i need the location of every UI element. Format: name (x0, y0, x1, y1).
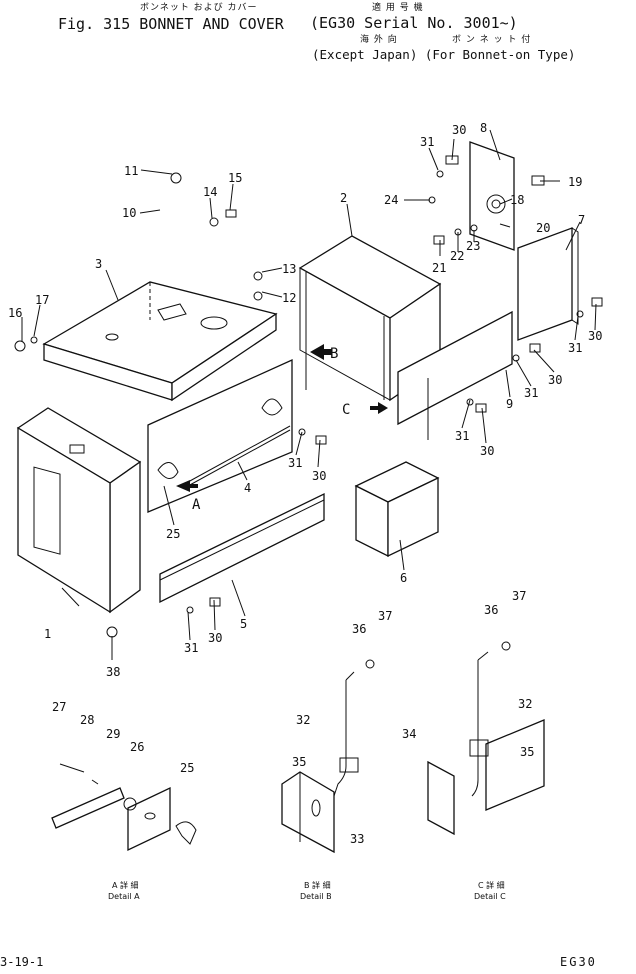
part-1-front-cover (16, 407, 142, 614)
callout-11: 11 (124, 164, 138, 178)
svg-text:37: 37 (512, 589, 526, 603)
callout-5: 5 (240, 617, 247, 631)
svg-text:31: 31 (568, 341, 582, 355)
callout-7: 7 (578, 213, 585, 227)
callout-17: 17 (35, 293, 49, 307)
page-number: 3-19-1 (0, 955, 44, 969)
callout-38: 38 (106, 665, 120, 679)
callout-27: 27 (52, 700, 66, 714)
jp-title: ボンネット および カバー (140, 3, 258, 13)
applicability: (Except Japan) (For Bonnet-on Type) (312, 47, 576, 62)
arrow-a-icon (176, 480, 198, 492)
callout-1: 1 (44, 627, 51, 641)
detail-b-jp: B 詳 細 (304, 880, 331, 890)
detail-a-drawing (51, 763, 197, 852)
jp-serial-label: 適 用 号 機 (372, 3, 424, 13)
callout-23: 23 (466, 239, 480, 253)
callout-29: 29 (106, 727, 120, 741)
callout-28: 28 (80, 713, 94, 727)
callout-19: 19 (568, 175, 582, 189)
jp-except-label: 海 外 向 (360, 35, 398, 45)
part-5-bottom-panel (159, 492, 325, 604)
leader-lines (21, 129, 597, 660)
part-3-top-bonnet (42, 281, 278, 402)
callout-21: 21 (432, 261, 446, 275)
arrow-c-icon (370, 402, 388, 414)
callout-10: 10 (122, 206, 136, 220)
view-label-a: A (192, 497, 201, 513)
svg-text:30: 30 (588, 329, 602, 343)
callout-6: 6 (400, 571, 407, 585)
detail-b-caption: Detail B (300, 892, 332, 901)
svg-text:32: 32 (518, 697, 532, 711)
callout-16: 16 (8, 306, 22, 320)
callout-25: 25 (166, 527, 180, 541)
part-6-lower-tray (354, 461, 440, 558)
callout-3: 3 (95, 257, 102, 271)
callout-12: 12 (282, 291, 296, 305)
callout-14: 14 (203, 185, 217, 199)
detail-b-drawing (281, 671, 359, 854)
callout-9: 9 (506, 397, 513, 411)
callout-18: 18 (510, 193, 524, 207)
view-label-c: C (342, 402, 350, 418)
serial-range: (EG30 Serial No. 3001~) (310, 14, 518, 32)
callout-22: 22 (450, 249, 464, 263)
part-9-rear-panel (397, 310, 513, 440)
callout-numbers: 1 2 3 4 5 6 7 8 9 10 11 12 13 14 15 16 1… (8, 121, 585, 846)
model-code: EG30 (560, 955, 597, 969)
part-4-side-door (147, 358, 293, 513)
callout-4: 4 (244, 481, 251, 495)
svg-text:31: 31 (455, 429, 469, 443)
svg-text:30: 30 (312, 469, 326, 483)
svg-text:35: 35 (520, 745, 534, 759)
svg-text:31: 31 (184, 641, 198, 655)
svg-text:30: 30 (208, 631, 222, 645)
callout-30: 30 (452, 123, 466, 137)
callout-20: 20 (536, 221, 550, 235)
callout-2: 2 (340, 191, 347, 205)
view-label-b: B (330, 346, 338, 362)
svg-text:30: 30 (480, 444, 494, 458)
svg-text:25: 25 (180, 761, 194, 775)
callout-32: 32 (296, 713, 310, 727)
part-8-bracket (469, 141, 515, 251)
callout-repeats: 30 31 30 31 30 31 30 31 30 31 32 35 36 3… (180, 329, 602, 775)
callout-8: 8 (480, 121, 487, 135)
callout-35: 35 (292, 755, 306, 769)
callout-13: 13 (282, 262, 296, 276)
callout-34: 34 (402, 727, 416, 741)
callout-37: 37 (378, 609, 392, 623)
svg-text:31: 31 (288, 456, 302, 470)
svg-text:30: 30 (548, 373, 562, 387)
detail-c-drawing (427, 651, 545, 836)
detail-c-caption: Detail C (474, 892, 506, 901)
svg-text:36: 36 (484, 603, 498, 617)
callout-33: 33 (350, 832, 364, 846)
hardware-fasteners (14, 155, 603, 811)
callout-26: 26 (130, 740, 144, 754)
arrow-b-icon (310, 344, 332, 360)
callout-24: 24 (384, 193, 398, 207)
svg-text:31: 31 (524, 386, 538, 400)
callout-36: 36 (352, 622, 366, 636)
detail-a-caption: Detail A (108, 892, 140, 901)
detail-c-jp: C 詳 細 (478, 880, 505, 890)
jp-bonnet-label: ボ ン ネ ッ ト 付 (452, 35, 532, 45)
callout-15: 15 (228, 171, 242, 185)
callout-31: 31 (420, 135, 434, 149)
detail-a-jp: A 詳 細 (112, 880, 139, 890)
figure-title: Fig. 315 BONNET AND COVER (58, 15, 284, 33)
